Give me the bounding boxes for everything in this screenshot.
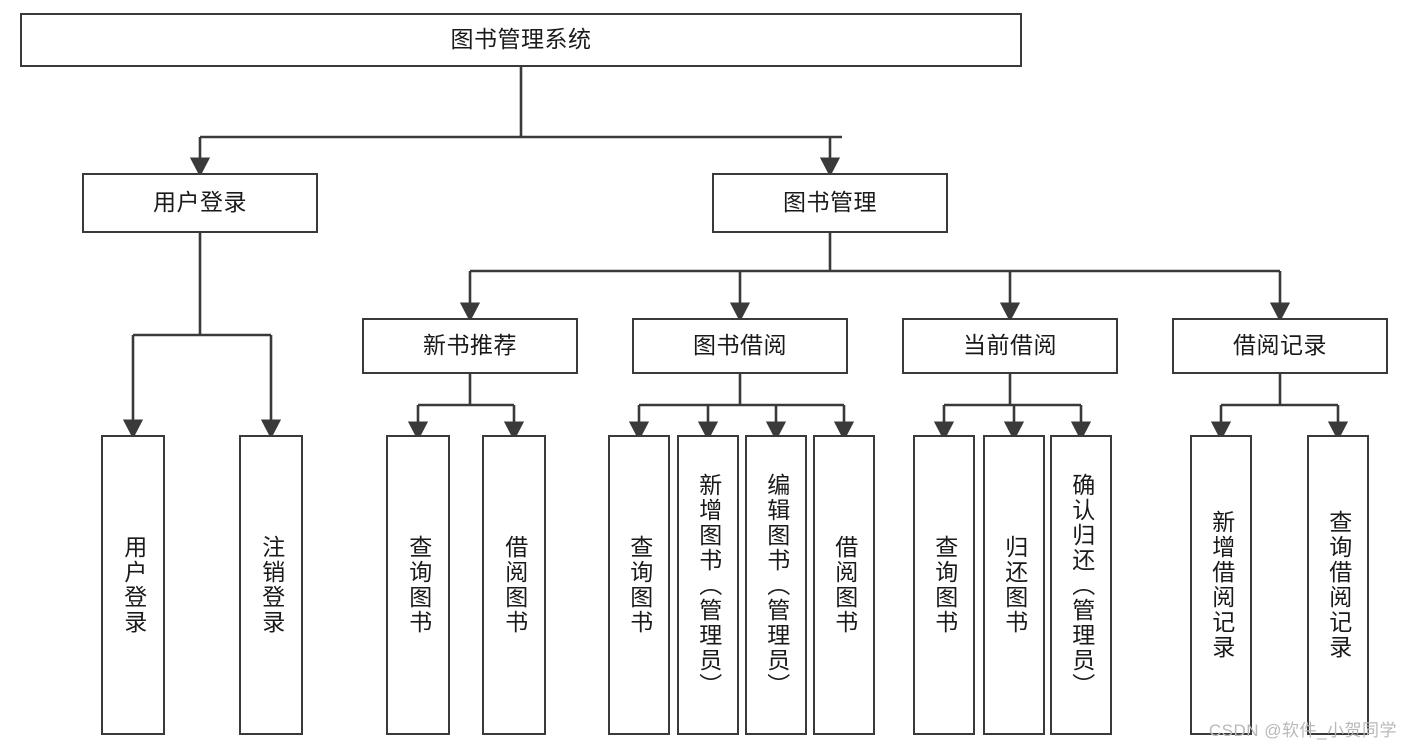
node-leaf-borrow-book-1-label: 借阅图书 — [501, 535, 528, 635]
node-user-login[interactable]: 用户登录 — [82, 173, 318, 233]
user-login-connectors — [122, 233, 282, 439]
node-book-manage-label: 图书管理 — [783, 189, 877, 216]
node-leaf-add-book[interactable]: 新增图书（管理员） — [677, 435, 739, 735]
node-book-borrow-label: 图书借阅 — [693, 332, 787, 359]
node-leaf-query-record-label: 查询借阅记录 — [1325, 510, 1352, 660]
root-connectors — [189, 67, 842, 177]
node-leaf-query-book-2-label: 查询图书 — [626, 535, 653, 635]
node-borrow-record[interactable]: 借阅记录 — [1172, 318, 1388, 374]
node-leaf-return-book-label: 归还图书 — [1001, 535, 1028, 635]
node-leaf-user-login[interactable]: 用户登录 — [101, 435, 165, 735]
node-leaf-query-book-1[interactable]: 查询图书 — [386, 435, 450, 735]
node-leaf-borrow-book-2[interactable]: 借阅图书 — [813, 435, 875, 735]
node-leaf-user-login-label: 用户登录 — [120, 535, 147, 635]
node-new-book-recommend[interactable]: 新书推荐 — [362, 318, 578, 374]
node-root[interactable]: 图书管理系统 — [20, 13, 1022, 67]
node-book-borrow[interactable]: 图书借阅 — [632, 318, 848, 374]
node-current-borrow[interactable]: 当前借阅 — [902, 318, 1118, 374]
node-root-label: 图书管理系统 — [450, 26, 592, 53]
node-leaf-add-record-label: 新增借阅记录 — [1208, 510, 1235, 660]
node-leaf-edit-book-label: 编辑图书（管理员） — [763, 472, 790, 698]
node-leaf-add-book-label: 新增图书（管理员） — [695, 472, 722, 698]
node-leaf-confirm-return-label: 确认归还（管理员） — [1068, 472, 1095, 698]
node-leaf-borrow-book-2-label: 借阅图书 — [831, 535, 858, 635]
node-book-manage[interactable]: 图书管理 — [712, 173, 948, 233]
node-new-book-recommend-label: 新书推荐 — [423, 332, 517, 359]
node-leaf-query-book-3-label: 查询图书 — [931, 535, 958, 635]
node-leaf-edit-book[interactable]: 编辑图书（管理员） — [745, 435, 807, 735]
node-borrow-record-label: 借阅记录 — [1233, 332, 1327, 359]
node-leaf-query-book-3[interactable]: 查询图书 — [913, 435, 975, 735]
node-leaf-confirm-return[interactable]: 确认归还（管理员） — [1050, 435, 1112, 735]
node-leaf-user-logout-label: 注销登录 — [258, 535, 285, 635]
book-borrow-connectors — [628, 374, 855, 441]
node-leaf-user-logout[interactable]: 注销登录 — [239, 435, 303, 735]
node-current-borrow-label: 当前借阅 — [963, 332, 1057, 359]
new-book-recommend-connectors — [407, 374, 525, 441]
node-user-login-label: 用户登录 — [153, 189, 247, 216]
node-leaf-borrow-book-1[interactable]: 借阅图书 — [482, 435, 546, 735]
borrow-record-connectors — [1210, 374, 1349, 441]
node-leaf-query-book-2[interactable]: 查询图书 — [608, 435, 670, 735]
node-leaf-add-record[interactable]: 新增借阅记录 — [1190, 435, 1252, 735]
current-borrow-connectors — [933, 374, 1092, 441]
node-leaf-query-book-1-label: 查询图书 — [405, 535, 432, 635]
book-manage-connectors — [459, 233, 1291, 322]
node-leaf-return-book[interactable]: 归还图书 — [983, 435, 1045, 735]
node-leaf-query-record[interactable]: 查询借阅记录 — [1307, 435, 1369, 735]
